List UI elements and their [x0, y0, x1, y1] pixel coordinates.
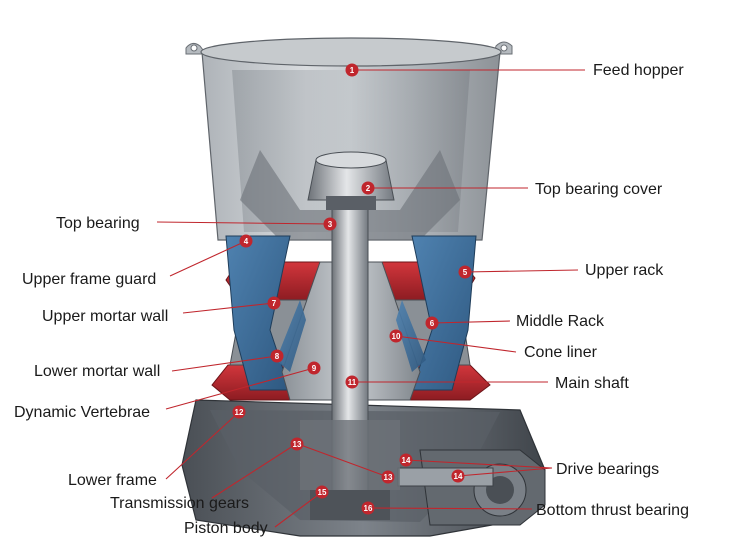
marker-13-b: 13	[381, 470, 395, 484]
marker-5: 5	[458, 265, 472, 279]
marker-3-number: 3	[328, 220, 333, 229]
leader-middle-rack	[431, 320, 511, 324]
marker-9: 9	[307, 361, 321, 375]
leader-upper-rack	[464, 269, 579, 273]
labels: Feed hopper Top bearing cover Top bearin…	[14, 62, 689, 537]
marker-3: 3	[323, 217, 337, 231]
leader-top-bearing	[156, 221, 331, 225]
marker-16: 16	[361, 501, 375, 515]
label-dynamic-vertebrae: Dynamic Vertebrae	[14, 404, 150, 421]
label-main-shaft: Main shaft	[555, 375, 629, 392]
markers: 1 2 3 4 5 6 7 8 9 10 11 12 13 13 14 14 1…	[232, 63, 472, 515]
marker-12-number: 12	[235, 408, 244, 417]
marker-7-number: 7	[272, 299, 277, 308]
label-bottom-thrust-bearing: Bottom thrust bearing	[536, 502, 689, 519]
leader-transmission-gears-2	[297, 443, 389, 478]
label-drive-bearings: Drive bearings	[556, 461, 659, 478]
label-top-bearing: Top bearing	[56, 215, 140, 232]
marker-13: 13	[290, 437, 304, 451]
marker-1: 1	[345, 63, 359, 77]
marker-8: 8	[270, 349, 284, 363]
marker-15: 15	[315, 485, 329, 499]
marker-10: 10	[389, 329, 403, 343]
marker-12: 12	[232, 405, 246, 419]
marker-9-number: 9	[312, 364, 317, 373]
marker-13-b-number: 13	[384, 473, 393, 482]
label-cone-liner: Cone liner	[524, 344, 598, 361]
leader-drive-bearings-2	[457, 467, 553, 477]
marker-6: 6	[425, 316, 439, 330]
label-lower-frame: Lower frame	[68, 472, 157, 489]
leader-upper-frame-guard	[169, 240, 247, 277]
label-upper-frame-guard: Upper frame guard	[22, 271, 156, 288]
label-lower-mortar-wall: Lower mortar wall	[34, 363, 160, 380]
marker-7: 7	[267, 296, 281, 310]
marker-11: 11	[345, 375, 359, 389]
crusher-body	[181, 37, 546, 537]
marker-14-b-number: 14	[454, 472, 463, 481]
leader-piston-body	[274, 491, 323, 528]
marker-4-number: 4	[244, 237, 249, 246]
label-transmission-gears: Transmission gears	[110, 495, 249, 512]
marker-4: 4	[239, 234, 253, 248]
leader-drive-bearings	[405, 459, 553, 469]
label-feed-hopper: Feed hopper	[593, 62, 684, 79]
marker-13-number: 13	[293, 440, 302, 449]
marker-11-number: 11	[348, 378, 357, 387]
marker-6-number: 6	[430, 319, 435, 328]
leader-lower-frame	[165, 411, 240, 480]
leader-cone-liner	[395, 335, 517, 353]
leader-bottom-thrust-bearing	[367, 507, 533, 510]
marker-5-number: 5	[463, 268, 468, 277]
leader-dynamic-vertebrae	[165, 367, 315, 410]
marker-2-number: 2	[366, 184, 371, 193]
marker-15-number: 15	[318, 488, 327, 497]
marker-14-number: 14	[402, 456, 411, 465]
leader-lower-mortar-wall	[171, 355, 278, 372]
label-top-bearing-cover: Top bearing cover	[535, 181, 663, 198]
marker-1-number: 1	[350, 66, 355, 75]
leader-lines	[156, 69, 585, 528]
marker-2: 2	[361, 181, 375, 195]
label-upper-rack: Upper rack	[585, 262, 664, 279]
marker-14-b: 14	[451, 469, 465, 483]
marker-16-number: 16	[364, 504, 373, 513]
label-middle-rack: Middle Rack	[516, 313, 605, 330]
label-upper-mortar-wall: Upper mortar wall	[42, 308, 168, 325]
marker-10-number: 10	[392, 332, 401, 341]
marker-8-number: 8	[275, 352, 280, 361]
label-piston-body: Piston body	[184, 520, 268, 537]
leader-upper-mortar-wall	[182, 302, 275, 314]
leader-transmission-gears	[211, 443, 297, 499]
marker-14: 14	[399, 453, 413, 467]
